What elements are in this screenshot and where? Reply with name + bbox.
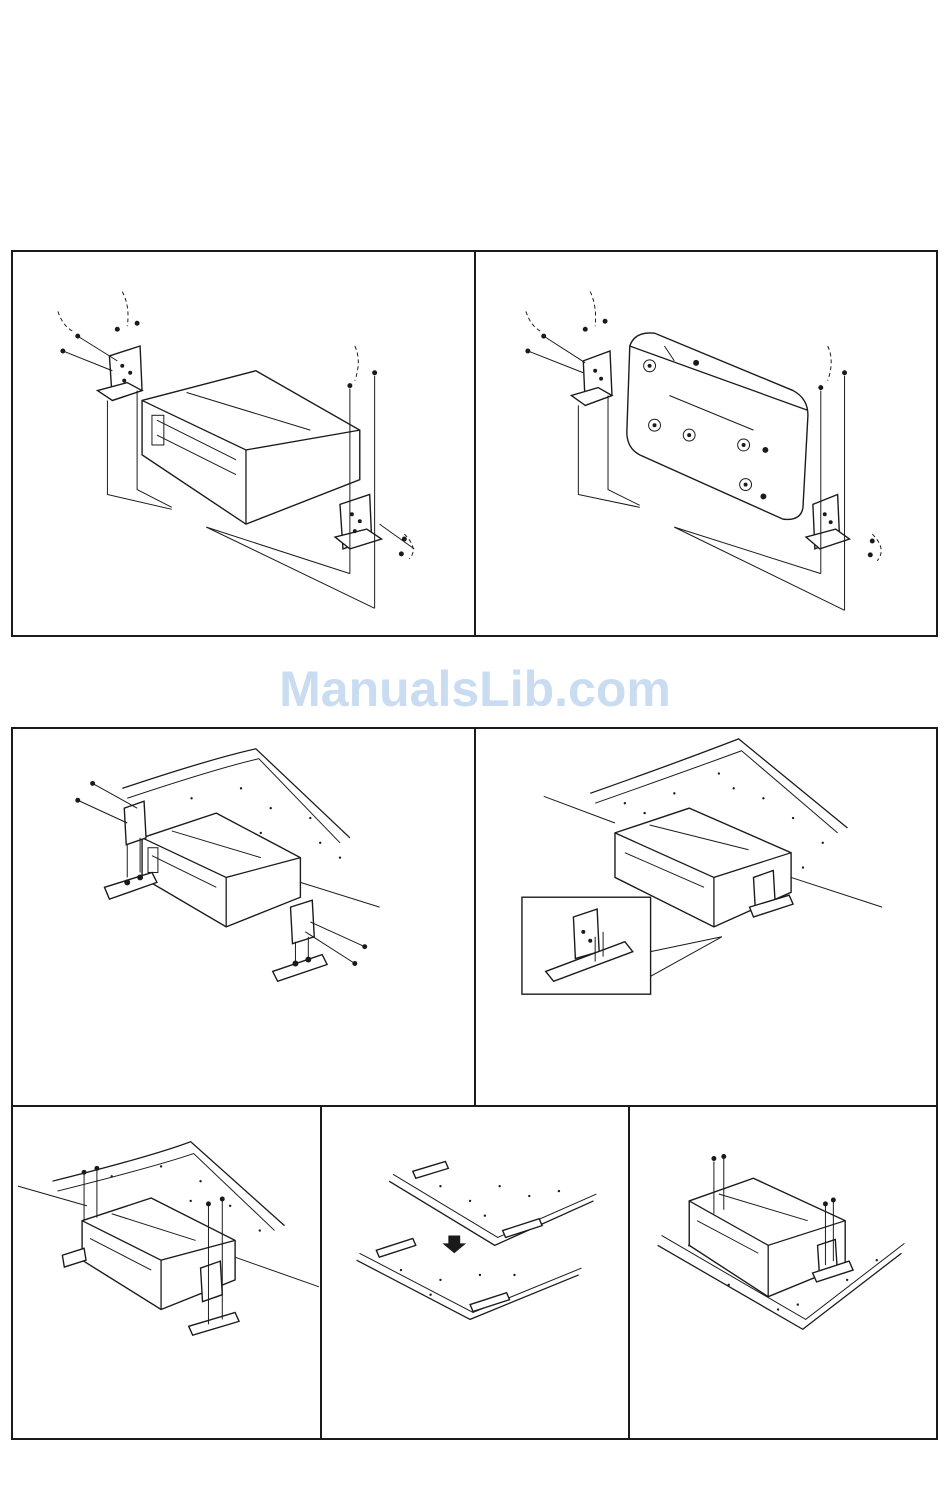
floor-mounting-plates-illustration [322,1107,628,1438]
cd-changer-under-surface-exploded-illustration [13,729,474,1105]
figure-panel-vertical-mount [474,250,938,637]
figure-panel-floor-plates [320,1105,630,1440]
figure-panel-floor-mounted [628,1105,938,1440]
cd-changer-hanging-wingnuts-illustration [13,1107,320,1438]
figure-panel-hanging-wingnuts [11,1105,322,1440]
manualslib-watermark: ManualsLib.com [0,660,950,718]
cd-changer-on-floor-illustration [630,1107,936,1438]
cd-changer-with-l-brackets-illustration [13,252,474,635]
figure-panel-horizontal-mount [11,250,476,637]
figure-panel-hanging-assembled [474,727,938,1107]
figure-panel-hanging-exploded [11,727,476,1107]
cd-changer-under-surface-assembled-illustration [476,729,936,1105]
cd-changer-upright-with-brackets-illustration [476,252,936,635]
